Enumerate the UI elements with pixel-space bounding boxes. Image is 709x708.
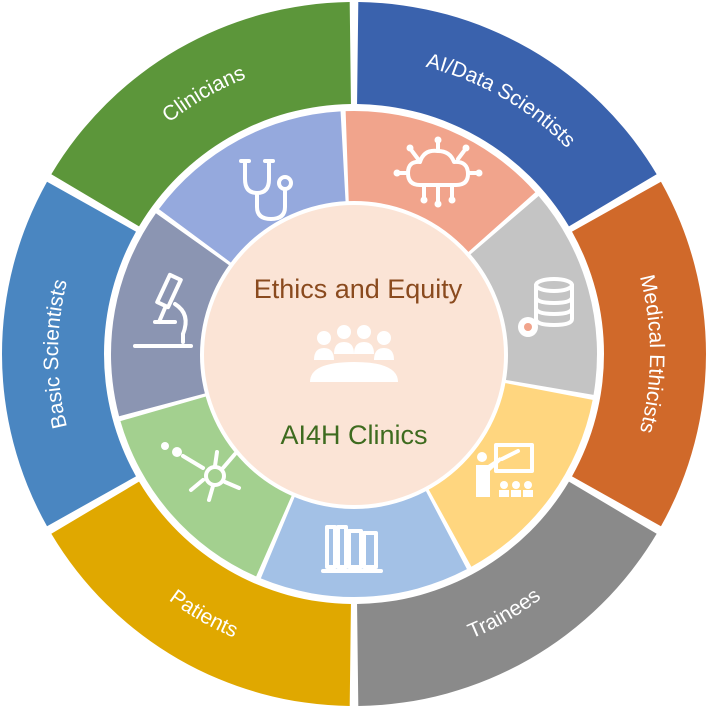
teacher-presentation-icon	[476, 443, 534, 497]
segment-clinicians	[51, 2, 351, 227]
center-subtitle: AI4H Clinics	[280, 420, 427, 450]
segment-patients	[51, 481, 351, 706]
center-title: Ethics and Equity	[254, 274, 463, 304]
inner-segment-database	[345, 111, 536, 255]
segment-medical-ethicists	[572, 181, 706, 527]
database-gear-icon	[518, 277, 574, 337]
microscope-icon	[133, 272, 193, 348]
stethoscope-icon	[239, 159, 293, 221]
inner-segment-cloud	[158, 111, 346, 265]
segment-trainees	[357, 481, 657, 706]
books-icon	[321, 525, 383, 573]
inner-segment-books	[426, 382, 593, 567]
center-circle	[200, 201, 508, 509]
inner-segment-teacher	[467, 196, 597, 395]
team-meeting-icon	[310, 325, 398, 382]
cloud-network-icon	[393, 136, 483, 208]
segment-ai-data-scientists	[357, 2, 657, 227]
inner-ring	[110, 111, 597, 597]
segment-basic-scientists	[1, 181, 136, 527]
inner-segment-microscope	[120, 395, 294, 577]
neuron-icon	[161, 442, 241, 502]
